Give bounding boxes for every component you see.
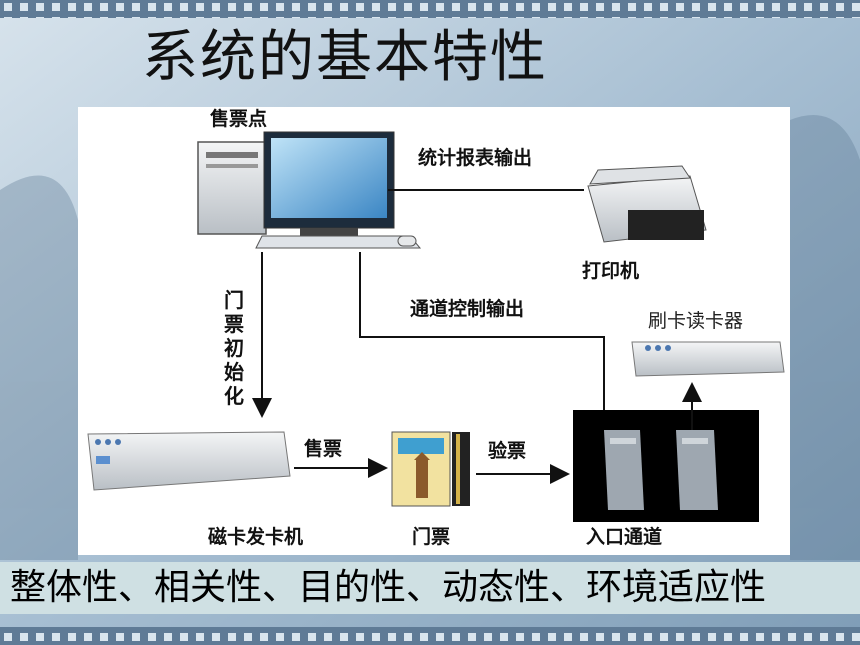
connector-channel-control [359, 252, 605, 410]
card-issuer-icon [87, 431, 291, 491]
card-reader-icon [631, 341, 785, 377]
card-reader-label: 刷卡读卡器 [648, 310, 744, 332]
report-output-label: 统计报表输出 [418, 147, 533, 169]
page-title: 系统的基本特性 [142, 25, 548, 90]
printer-label: 打印机 [582, 260, 640, 282]
channel-control-label: 通道控制输出 [410, 298, 525, 320]
ticket-point-label: 售票点 [210, 108, 268, 130]
ticket-icon [391, 431, 470, 507]
card-issuer-label: 磁卡发卡机 [208, 526, 304, 548]
check-ticket-label: 验票 [488, 440, 527, 462]
computer-icon [197, 131, 422, 249]
printer-icon [587, 165, 707, 243]
ticket-label: 门票 [412, 526, 451, 548]
entrance-label: 入口通道 [586, 526, 663, 548]
turnstile-icon [573, 410, 759, 522]
ticket-init-label: 门票初始化 [224, 288, 244, 408]
footer-text: 整体性、相关性、目的性、动态性、环境适应性 [10, 567, 767, 608]
sell-ticket-label: 售票 [304, 438, 343, 460]
footer-bar [0, 562, 860, 614]
